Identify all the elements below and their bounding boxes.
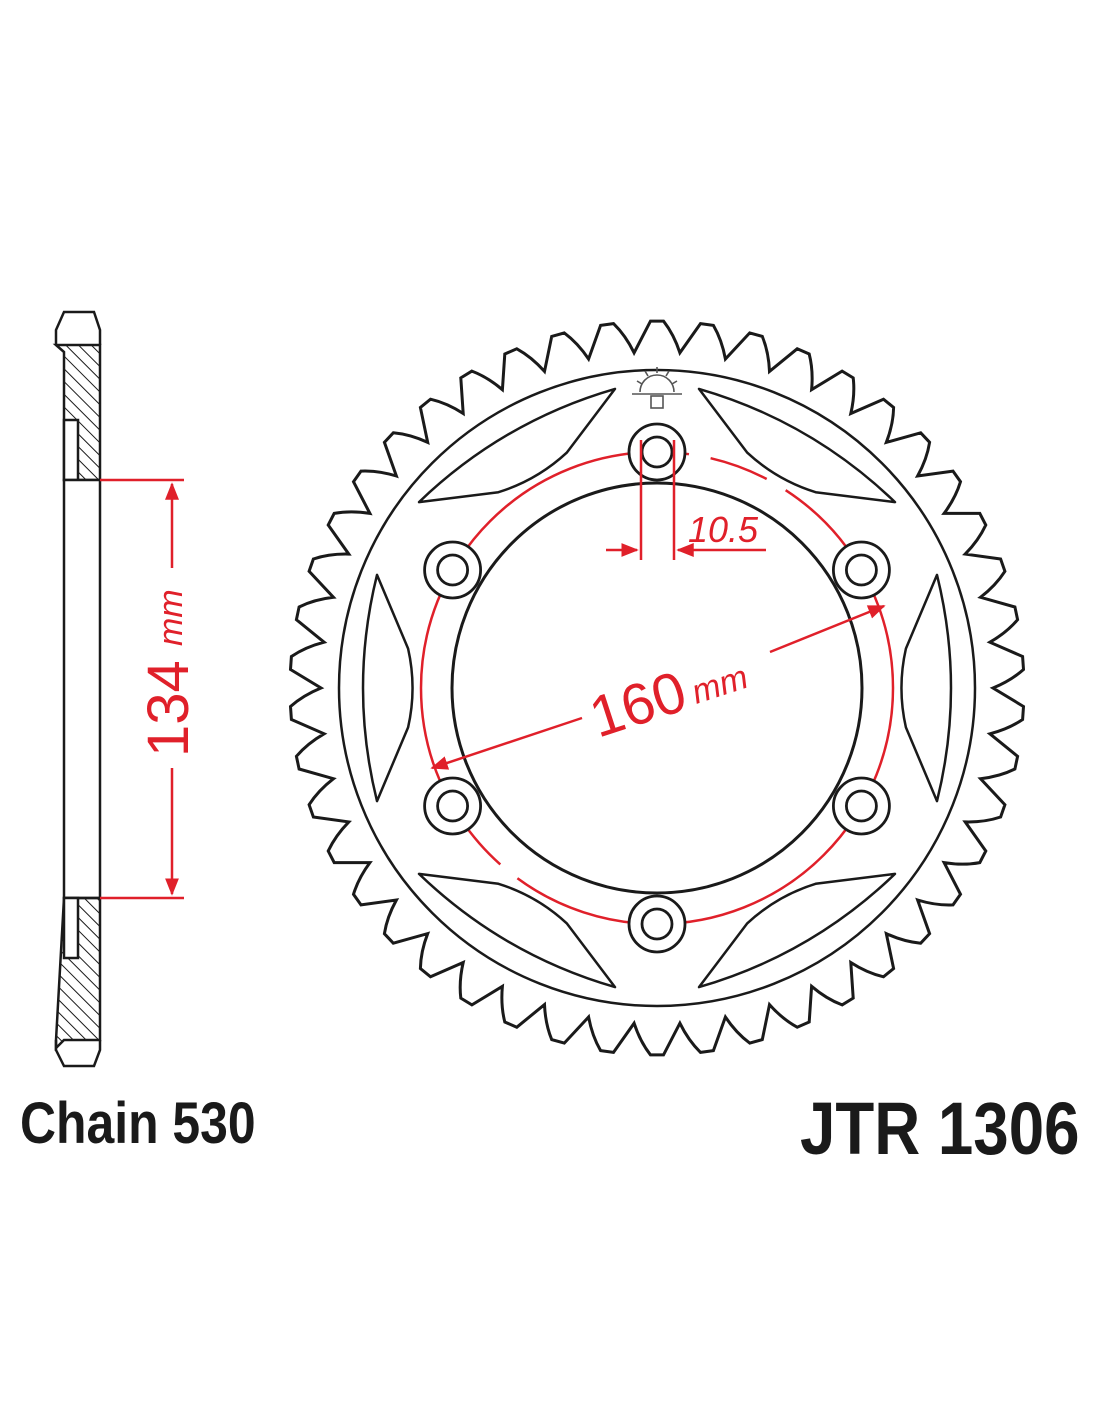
weight-cutout bbox=[361, 573, 414, 803]
side-bottom-step bbox=[62, 896, 80, 960]
dim-160-line-left bbox=[430, 716, 583, 770]
bolt-hole bbox=[640, 907, 674, 941]
logo-ray bbox=[665, 370, 670, 377]
logo-ray bbox=[671, 380, 678, 385]
bolt-hole bbox=[845, 553, 878, 587]
weight-cutout bbox=[697, 387, 897, 504]
weight-cutout bbox=[697, 872, 897, 989]
logo-arc bbox=[639, 374, 675, 393]
chain-size-label: Chain 530 bbox=[20, 1091, 256, 1156]
logo-ray bbox=[644, 370, 649, 377]
side-profile-view bbox=[52, 310, 102, 1068]
bolt-hole bbox=[845, 789, 878, 823]
bolt-hole-dimension bbox=[606, 440, 766, 560]
center-bore-dimension bbox=[100, 478, 184, 900]
dim-134-unit: mm bbox=[152, 589, 190, 646]
side-hub bbox=[62, 478, 102, 900]
logo-stem bbox=[650, 395, 664, 409]
weight-cutouts bbox=[361, 387, 953, 989]
dim-160-line-right bbox=[769, 604, 886, 654]
side-bottom-tooth bbox=[54, 1040, 102, 1068]
sprocket-front-view bbox=[288, 319, 1026, 1057]
center-bore bbox=[450, 481, 864, 895]
weight-cutout bbox=[417, 872, 617, 989]
bolt-hole bbox=[436, 553, 470, 587]
bolt-circle-dimension bbox=[430, 604, 886, 770]
logo-ray bbox=[636, 380, 643, 385]
bolt-hole bbox=[640, 435, 674, 469]
side-top-step bbox=[62, 418, 80, 482]
jt-sun-logo-icon bbox=[632, 367, 682, 409]
side-top-tooth bbox=[54, 310, 102, 345]
dim-105-value: 10.5 bbox=[688, 509, 759, 550]
part-number-label: JTR 1306 bbox=[800, 1087, 1080, 1170]
weight-cutout bbox=[417, 387, 617, 504]
weight-cutout bbox=[900, 573, 953, 803]
bolt-holes bbox=[423, 422, 891, 954]
bolt-hole bbox=[436, 789, 470, 823]
dim-134-value: 134 bbox=[136, 660, 201, 757]
